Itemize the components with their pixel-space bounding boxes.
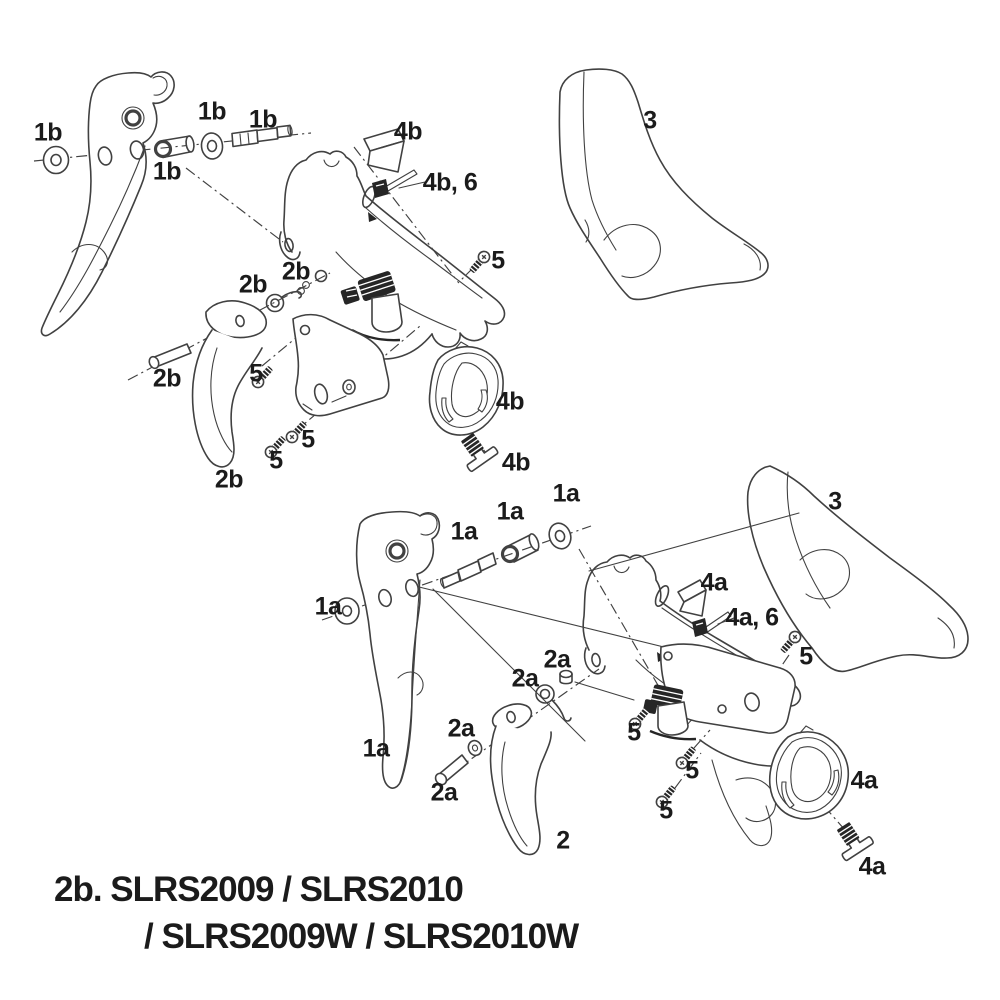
upper-return-spring	[265, 290, 303, 313]
caption-line-2: / SLRS2009W / SLRS2010W	[144, 917, 579, 956]
upper-gasket-strip	[372, 169, 426, 198]
lower-clamp-bolt	[828, 816, 875, 862]
lower-pivot-bushing	[500, 533, 540, 564]
lower-pivot-flanged-washer	[548, 522, 572, 550]
lower-return-spring	[535, 684, 572, 722]
upper-pivot-washer	[42, 145, 70, 175]
upper-brake-lever-blade	[40, 71, 175, 337]
lower-cover	[677, 579, 707, 617]
lower-handlebar-clamp	[768, 725, 850, 820]
lower-paddle-pin	[434, 754, 469, 786]
caption-line-1: 2b. SLRS2009 / SLRS2010	[54, 870, 464, 909]
upper-hood	[558, 68, 769, 301]
lower-retaining-cap	[559, 669, 573, 685]
upper-handlebar-clamp	[428, 341, 504, 436]
upper-cover	[363, 128, 405, 173]
lower-shift-paddle	[489, 703, 552, 856]
upper-shift-paddle	[191, 300, 268, 468]
lower-hood	[746, 465, 969, 673]
upper-retaining-clip	[297, 281, 310, 295]
lower-gasket-strip	[692, 611, 735, 637]
upper-backing-plate	[292, 313, 390, 417]
figure-caption: 2b. SLRS2009 / SLRS2010 / SLRS2009W / SL…	[54, 866, 579, 960]
lower-paddle-washer	[467, 739, 483, 757]
upper-ratchet-mechanism	[357, 271, 396, 301]
lower-pivot-pin	[439, 552, 497, 589]
upper-paddle-pin	[148, 343, 192, 370]
upper-pivot-bushing	[153, 135, 195, 159]
lower-brake-lever-blade	[355, 510, 441, 789]
upper-pivot-flanged-washer	[200, 132, 224, 160]
upper-pivot-pin	[231, 124, 293, 148]
lower-pivot-washer	[334, 597, 360, 625]
